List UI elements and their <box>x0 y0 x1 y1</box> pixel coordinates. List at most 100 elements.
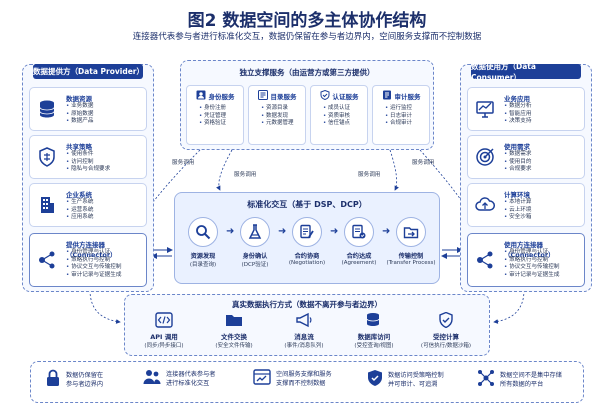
provider-connector-card: 提供方连接器（Connector） 身份管理与认证 策略执行与控制 协议交互与传… <box>29 233 147 287</box>
service-call-label-right: 服务调用 <box>358 172 381 178</box>
card-item: 审计记录与证据生成 <box>504 272 559 280</box>
step-contract-agreement: 合约达成 (Agreement) <box>334 217 384 266</box>
card-item: 使用目的 <box>504 159 531 167</box>
step-sublabel: (目录查询) <box>189 262 217 268</box>
card-item: 访问控制 <box>66 159 110 167</box>
card-item: 合规要求 <box>504 166 531 174</box>
consumer-card-needs: 使用需求 数据需求 使用目的 合规要求 <box>467 135 585 179</box>
provider-heading: 数据提供方（Data Provider） <box>33 64 144 79</box>
step-sublabel: (Agreement) <box>341 260 377 266</box>
card-item: 身份管理与认证 <box>504 249 559 257</box>
step-label: 身份确认 <box>242 253 268 260</box>
service-title: 审计服务 <box>394 93 421 101</box>
card-item: 数据分析 <box>504 103 531 111</box>
agreement-pen-icon <box>344 217 374 247</box>
service-certification: 认证服务 成员认证 资质审核 信任锚点 <box>310 85 368 145</box>
step-resource-discovery: 资源发现 (目录查询) <box>178 217 228 268</box>
consumer-card-compute: 计算环境 本地计算 云上环境 安全沙箱 <box>467 183 585 227</box>
step-sublabel: (DCP验证) <box>241 262 269 268</box>
service-title: 目录服务 <box>270 93 297 101</box>
step-label: 合约达成 <box>346 253 372 260</box>
service-call-label-left: 服务调用 <box>234 172 257 178</box>
connector-icon <box>474 249 496 271</box>
service-identity: 身份服务 身份注册 凭证管理 资格验证 <box>186 85 244 145</box>
audit-doc-icon <box>382 90 392 102</box>
execution-panel: 真实数据执行方式（数据不离开参与者边界） API 调用 (同步/异步接口) 文件… <box>124 294 490 356</box>
card-item: 运营系统 <box>66 207 93 215</box>
principle-line: 并可审计、可追溯 <box>388 381 438 388</box>
service-item: 资质审核 <box>323 113 350 121</box>
person-id-icon <box>196 90 206 102</box>
arrow-right-icon: ➜ <box>382 226 391 237</box>
principle-line: 数据仍保留在 <box>66 372 104 379</box>
service-item: 资源目录 <box>261 105 294 113</box>
exec-sublabel: (安全文件传输) <box>215 343 253 349</box>
consumer-panel: 数据使用方（Data Consumer） 业务应用 数据分析 智能应用 决策支持… <box>460 62 592 292</box>
card-item: 业务数据 <box>66 103 93 111</box>
exec-label: API 调用 <box>150 333 178 341</box>
step-label: 资源发现 <box>190 253 216 260</box>
principle-line: 支撑而不控制数据 <box>276 380 326 387</box>
service-item: 日志审计 <box>385 113 412 121</box>
provider-panel: 数据提供方（Data Provider） 数据资源 业务数据 原始数据 数据产品… <box>22 64 154 292</box>
service-item: 信任锚点 <box>323 120 350 128</box>
step-sublabel: (Transfer Process) <box>386 260 436 266</box>
card-item: 协议交互与传输控制 <box>504 264 559 272</box>
edge-provider-exec <box>89 289 121 324</box>
principle-line: 数据访问受策略控制 <box>388 372 444 379</box>
step-label: 传输控制 <box>398 253 424 260</box>
dashboard-icon <box>253 369 271 389</box>
exec-sublabel: (同步/异步接口) <box>144 343 184 349</box>
step-contract-negotiation: 合约协商 (Negotiation) <box>282 217 332 266</box>
execution-heading: 真实数据执行方式（数据不离开参与者边界） <box>232 300 382 309</box>
principle-space-services: 空间服务支撑和服务支撑而不控制数据 <box>253 369 332 389</box>
exec-label: 文件交换 <box>221 333 247 341</box>
principle-line: 空间服务支撑和服务 <box>276 371 332 378</box>
standard-interaction-panel: 标准化交互（基于 DSP、DCP） 资源发现 (目录查询) ➜ 身份确认 (DC… <box>174 192 440 284</box>
badge-flask-icon <box>240 217 270 247</box>
consumer-connector-card: 使用方连接器（Connector） 身份管理与认证 策略执行与控制 协议交互与传… <box>467 233 585 287</box>
cloud-icon <box>474 194 496 216</box>
card-item: 本地计算 <box>504 199 531 207</box>
card-title: 共享策略 <box>66 143 92 151</box>
megaphone-icon <box>275 311 333 329</box>
service-call-label-right-upper: 服务调用 <box>412 160 435 166</box>
exec-message: 消息流 (事件/消息队列) <box>275 311 333 349</box>
card-title: 计算环境 <box>504 191 530 199</box>
edge-support-consumer <box>419 149 485 237</box>
principle-not-centralized: 数据空间不是集中存储所有数据的平台 <box>477 369 562 391</box>
people-icon <box>143 369 161 389</box>
step-identity-confirm: 身份确认 (DCP验证) <box>230 217 280 268</box>
lock-icon <box>45 369 61 391</box>
card-title: 使用需求 <box>504 143 530 151</box>
principles-footer: 数据仍保留在参与者边界内 连接器代表参与者进行标准化交互 空间服务支撑和服务支撑… <box>30 361 584 403</box>
service-item: 身份注册 <box>199 105 226 113</box>
folder-icon <box>205 311 263 329</box>
exec-database: 数据库访问 (受控查询/视图) <box>345 311 403 349</box>
exec-sublabel: (事件/消息队列) <box>284 343 324 349</box>
transfer-folder-icon <box>396 217 426 247</box>
principle-connector-represent: 连接器代表参与者进行标准化交互 <box>143 369 216 389</box>
service-catalog: 目录服务 资源目录 数据发现 元数据管理 <box>248 85 306 145</box>
card-item: 生产系统 <box>66 199 93 207</box>
service-item: 成员认证 <box>323 105 350 113</box>
shield-check-icon <box>320 89 330 102</box>
step-sublabel: (Negotiation) <box>288 260 326 266</box>
chart-monitor-icon <box>474 98 496 120</box>
card-item: 原始数据 <box>66 111 93 119</box>
card-item: 数据产品 <box>66 118 93 126</box>
exec-compute: 受控计算 (可信执行/数据沙箱) <box>417 311 475 349</box>
step-label: 合约协商 <box>294 253 320 260</box>
service-item: 数据发现 <box>261 113 294 121</box>
card-item: 决策支持 <box>504 118 531 126</box>
consumer-heading: 数据使用方（Data Consumer） <box>471 62 581 82</box>
card-item: 安全沙箱 <box>504 214 531 222</box>
principle-data-boundary: 数据仍保留在参与者边界内 <box>45 369 103 391</box>
service-title: 身份服务 <box>208 93 235 101</box>
card-item: 智能应用 <box>504 111 531 119</box>
edge-support-center-left <box>216 149 233 191</box>
diagram-title: 图2 数据空间的多主体协作结构 <box>187 11 427 31</box>
arrow-right-icon: ➜ <box>226 226 235 237</box>
arrow-right-icon: ➜ <box>278 226 287 237</box>
interaction-heading: 标准化交互（基于 DSP、DCP） <box>247 200 367 209</box>
